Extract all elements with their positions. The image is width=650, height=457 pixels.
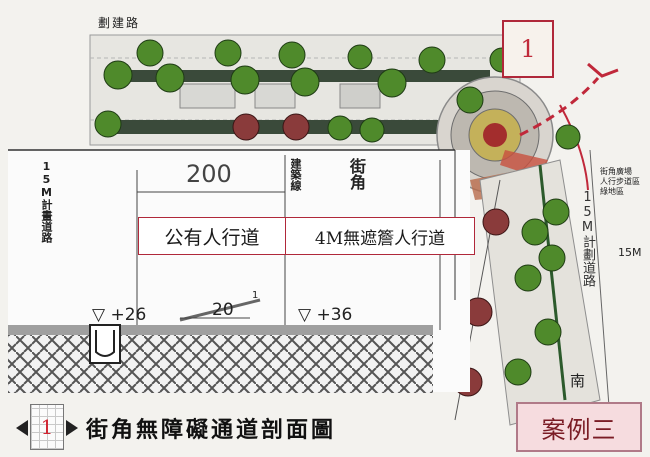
arcade-walkway-label: 4M無遮簷人行道 xyxy=(285,217,475,255)
section-dimension: 200 xyxy=(186,160,232,188)
plan-marker-1: 1 xyxy=(502,20,554,78)
section-building-line-label: 建築線 xyxy=(289,158,302,191)
section-corner-label: 街角 xyxy=(347,158,366,190)
plan-legend-1: 街角廣場 xyxy=(600,167,632,176)
caption-ref-number: 1 xyxy=(30,404,64,450)
elevation-left: ▽ +26 xyxy=(92,305,147,325)
slope-run: 20 xyxy=(212,300,234,320)
elevation-right: ▽ +36 xyxy=(298,305,353,325)
case-badge: 案例三 xyxy=(516,402,642,452)
slope-rise: 1 xyxy=(252,290,259,301)
section-left-road-label: 15M計畫道路 xyxy=(40,160,53,243)
plan-right-street-partial: 南 xyxy=(570,372,586,390)
plan-legend-2: 人行步道區 xyxy=(600,177,640,186)
public-walkway-label: 公有人行道 xyxy=(138,217,286,255)
plan-road-width-label: 15M xyxy=(618,246,642,259)
plan-legend-3: 綠地區 xyxy=(600,187,624,196)
plan-road-label-right: 15M計劃道路 xyxy=(580,190,595,287)
plan-road-label-top: 劃建路 xyxy=(98,16,141,30)
caption-title: 街角無障礙通道剖面圖 xyxy=(86,417,337,443)
